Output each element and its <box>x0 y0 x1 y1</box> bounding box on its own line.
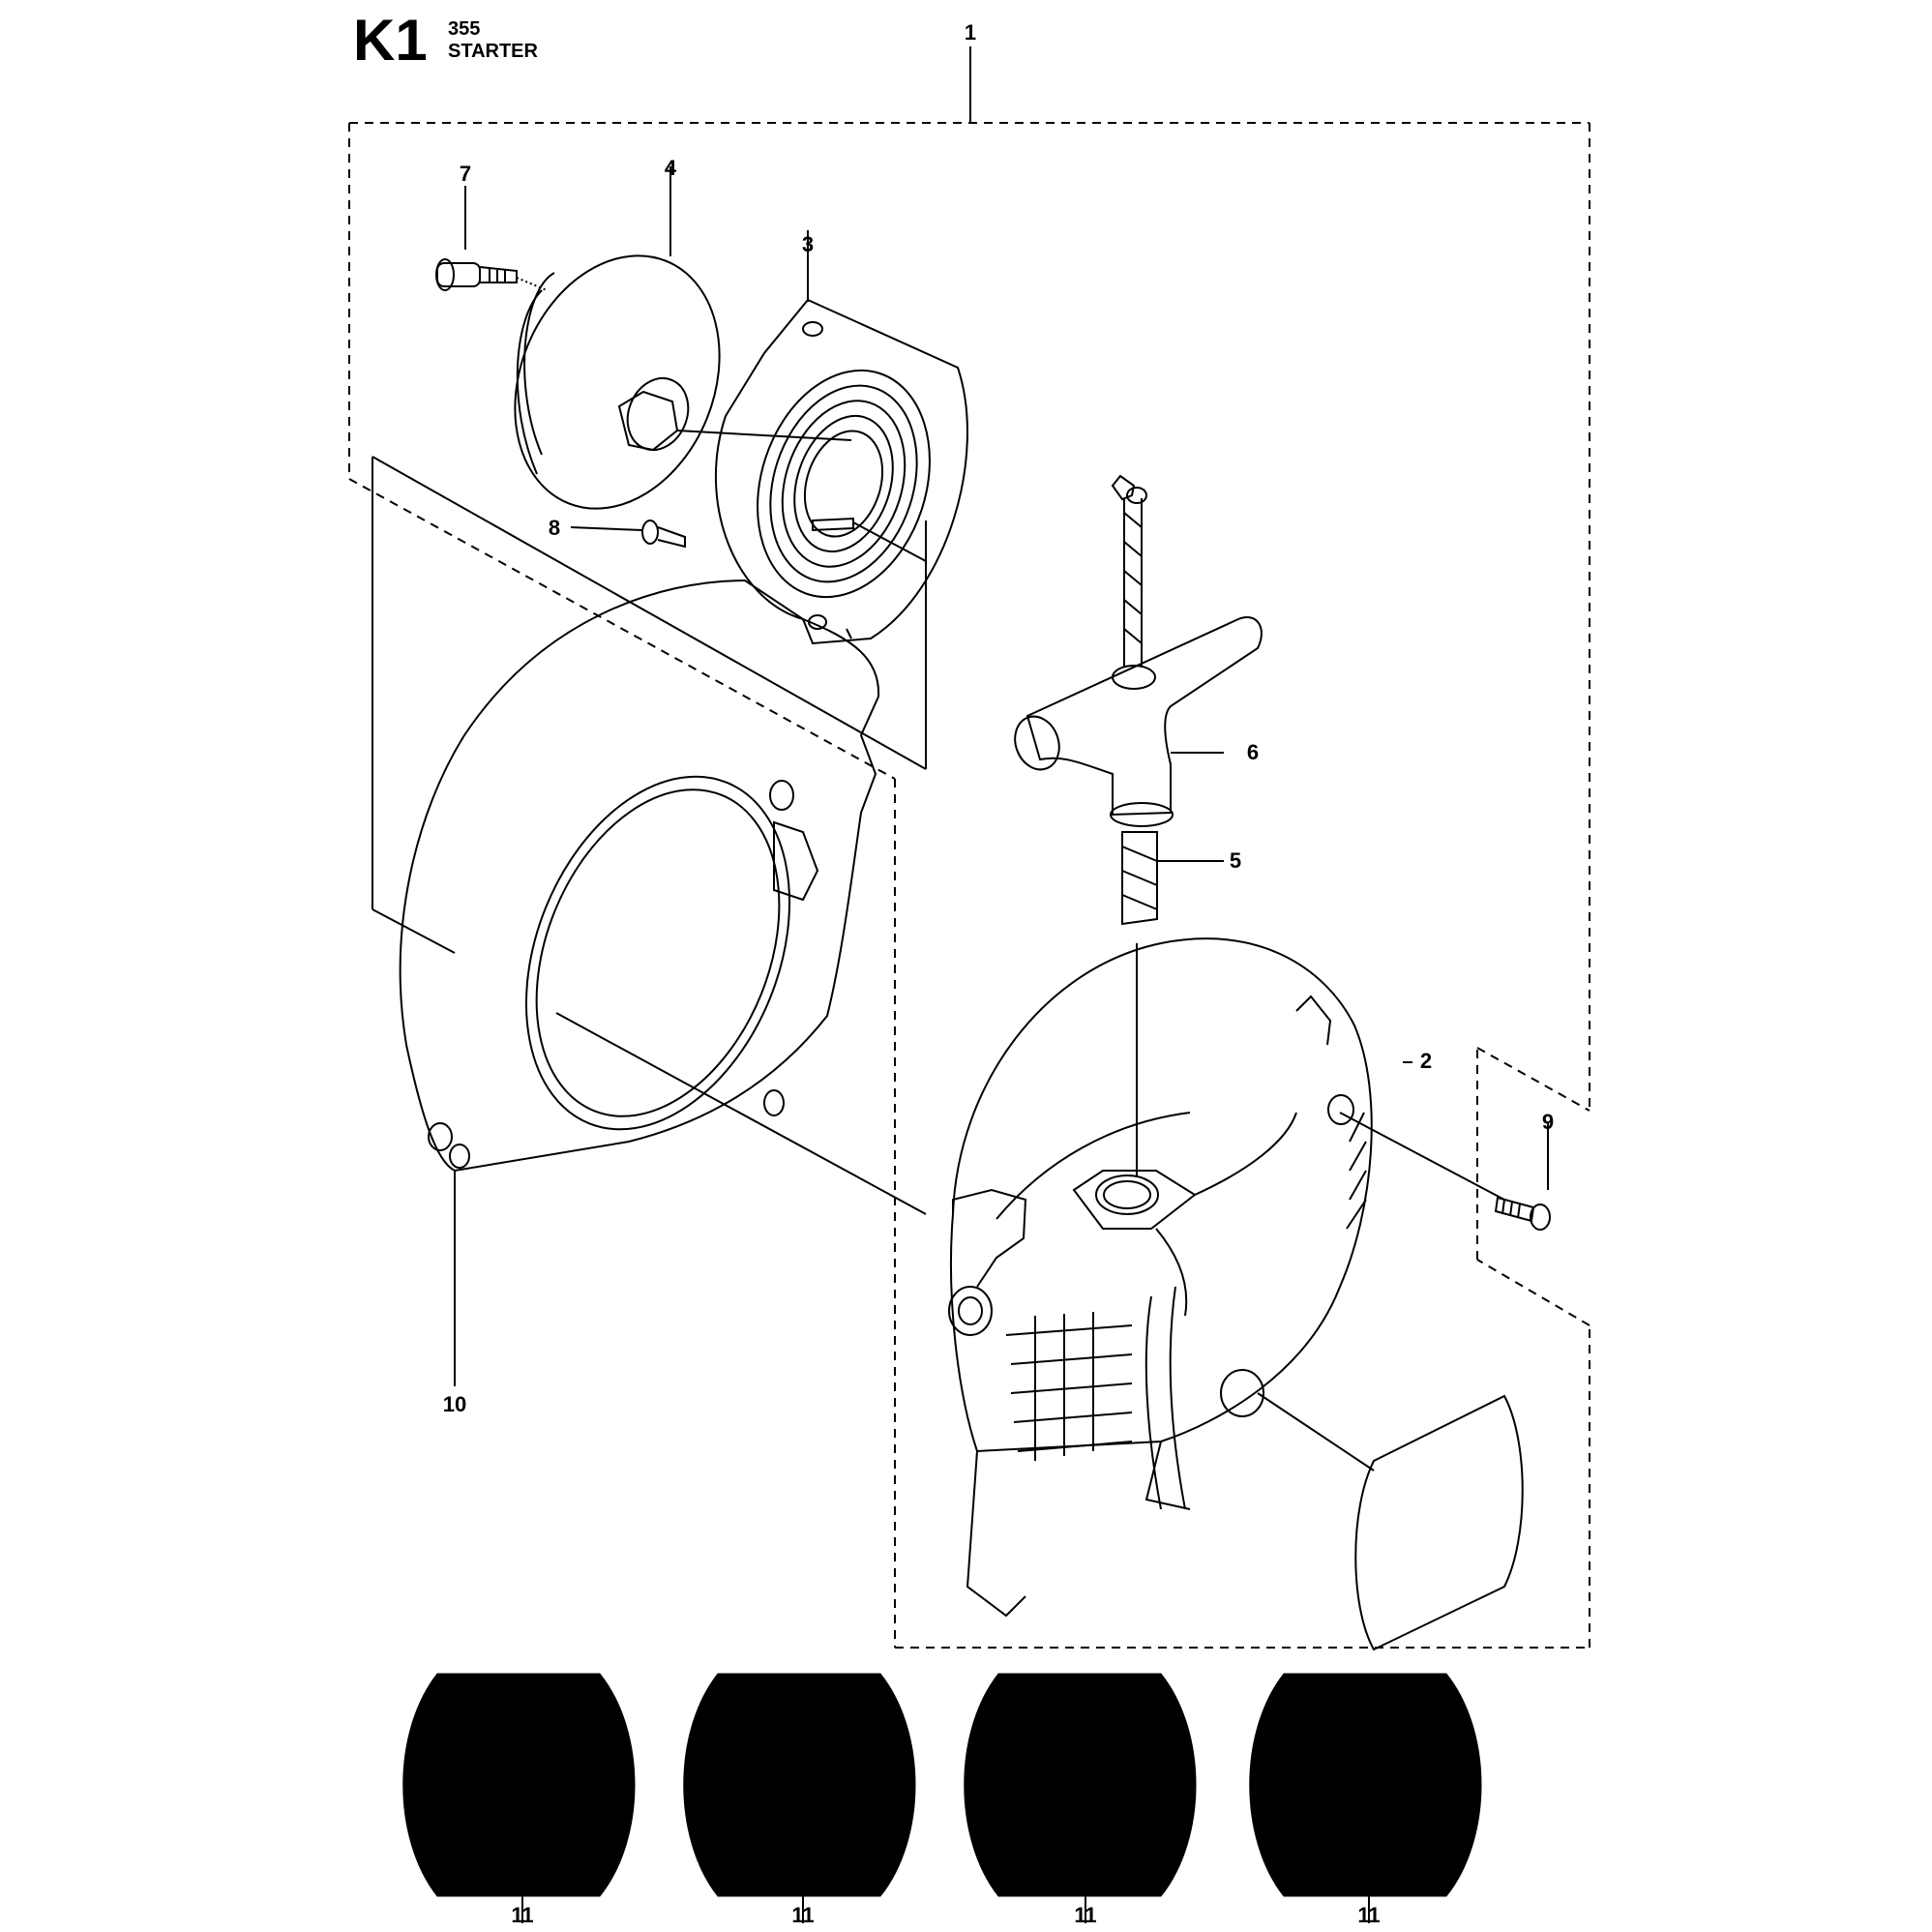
fan-housing-10 <box>399 579 927 1386</box>
callout-8: 8 <box>548 516 561 540</box>
callout-4: 4 <box>664 156 677 180</box>
screw-9 <box>1494 1122 1551 1231</box>
section-code: K1 <box>353 8 428 73</box>
callout-10: 10 <box>442 1392 467 1416</box>
labels-11 <box>402 1673 1482 1897</box>
starter-cover-2 <box>948 937 1505 1618</box>
callout-3: 3 <box>801 232 815 256</box>
assembly-frame <box>372 456 927 954</box>
model-number: 355 <box>448 18 481 40</box>
labels-11-leaders <box>521 1896 1370 1923</box>
screw-8 <box>570 520 686 549</box>
pulley-4 <box>514 166 852 510</box>
assembly-name: STARTER <box>448 41 538 62</box>
bolt-7 <box>435 186 548 291</box>
callout-11-c: 11 <box>1074 1903 1097 1927</box>
callout-7: 7 <box>459 162 472 186</box>
callout-5: 5 <box>1229 848 1242 873</box>
callout-11-d: 11 <box>1357 1903 1381 1927</box>
callout-9: 9 <box>1541 1110 1555 1134</box>
callout-1: 1 <box>964 20 977 45</box>
label-sticker-outline <box>1354 1394 1524 1651</box>
starter-handle-6 <box>1014 474 1263 827</box>
callout-11-b: 11 <box>791 1903 815 1927</box>
assembly-boundary-1 <box>348 122 1590 1649</box>
callout-11-a: 11 <box>511 1903 534 1927</box>
starter-rope-5 <box>1121 831 1224 1175</box>
callout-6: 6 <box>1246 740 1260 764</box>
spring-cassette-3 <box>714 230 968 645</box>
callout-2: 2 <box>1419 1049 1433 1073</box>
